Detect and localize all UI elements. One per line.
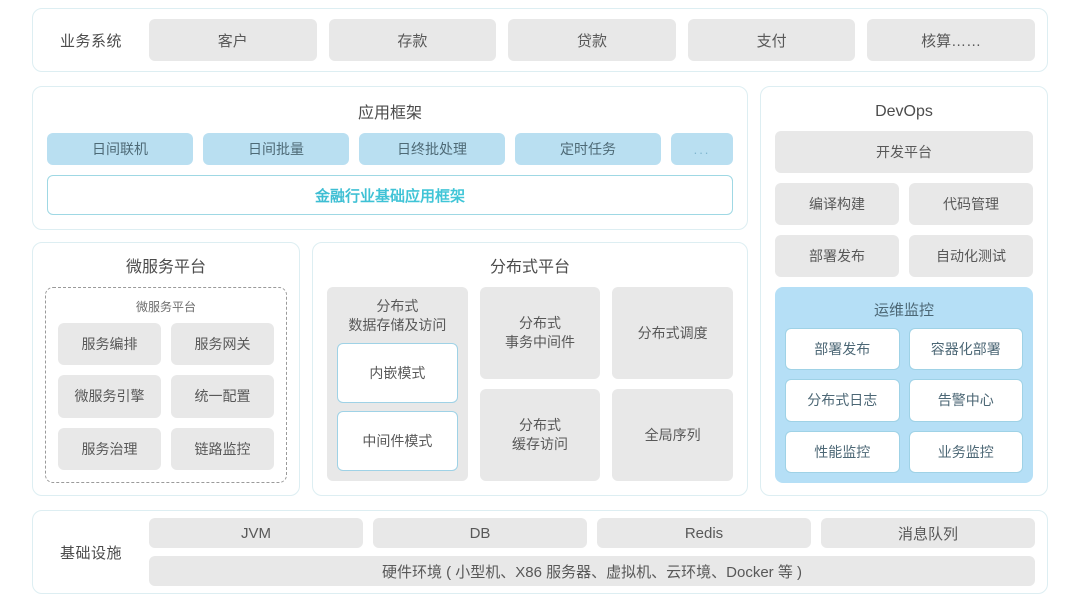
devops-item-code-management[interactable]: 代码管理 [909,183,1033,225]
ms-item-trace-monitoring[interactable]: 链路监控 [171,427,274,470]
business-systems-items: 客户 存款 贷款 支付 核算…… [149,19,1035,61]
ops-item-alert-center[interactable]: 告警中心 [908,379,1023,422]
dist-item-transaction-middleware[interactable]: 分布式 事务中间件 [479,287,601,379]
devops-row-build: 编译构建 代码管理 [775,183,1033,225]
business-systems-label: 业务系统 [59,32,122,50]
dist-mode-middleware[interactable]: 中间件模式 [337,410,458,471]
appfw-tag-online[interactable]: 日间联机 [47,133,193,165]
appfw-tag-batch[interactable]: 日间批量 [203,133,349,165]
dist-ca-line2: 缓存访问 [512,436,568,452]
dist-item-global-sequence[interactable]: 全局序列 [612,389,734,481]
infra-item-jvm[interactable]: JVM [149,518,363,548]
appfw-tag-eod-batch[interactable]: 日终批处理 [359,133,505,165]
business-item-accounting[interactable]: 核算…… [867,19,1035,61]
dist-item-transaction-middleware-text: 分布式 事务中间件 [505,314,575,352]
microservice-platform-section: 微服务平台 微服务平台 服务编排 服务网关 微服务引擎 统一配置 服务治理 链路… [32,242,300,496]
infrastructure-hardware-row: 硬件环境 ( 小型机、X86 服务器、虚拟机、云环境、Docker 等 ) [149,556,1035,586]
microservice-items-grid: 服务编排 服务网关 微服务引擎 统一配置 服务治理 链路监控 [58,323,274,470]
infra-item-message-queue[interactable]: 消息队列 [821,518,1035,548]
business-systems-section: 业务系统 客户 存款 贷款 支付 核算…… [32,8,1048,72]
financial-foundation-framework-bar: 金融行业基础应用框架 [47,175,733,215]
devops-top-items: 开发平台 编译构建 代码管理 部署发布 自动化测试 [775,131,1033,277]
ops-monitoring-title: 运维监控 [873,302,934,319]
dist-item-cache-access-text: 分布式 缓存访问 [512,416,568,454]
infrastructure-stack: JVM DB Redis 消息队列 硬件环境 ( 小型机、X86 服务器、虚拟机… [149,518,1035,586]
ops-item-business-monitoring[interactable]: 业务监控 [908,430,1023,473]
microservice-platform-inner-title: 微服务平台 [135,300,196,314]
devops-title: DevOps [875,103,933,120]
platform-lower-row: 微服务平台 微服务平台 服务编排 服务网关 微服务引擎 统一配置 服务治理 链路… [32,242,748,496]
devops-item-automated-test[interactable]: 自动化测试 [909,235,1033,277]
devops-item-deploy-release[interactable]: 部署发布 [775,235,899,277]
ops-item-containerized-deploy[interactable]: 容器化部署 [908,328,1023,371]
devops-section: DevOps 开发平台 编译构建 代码管理 部署发布 自动化测试 运维监控 部署… [760,86,1048,496]
distributed-column-2: 分布式 事务中间件 分布式 缓存访问 [479,287,601,481]
platform-left-stack: 应用框架 日间联机 日间批量 日终批处理 定时任务 ... 金融行业基础应用框架… [32,86,748,496]
ms-item-unified-config[interactable]: 统一配置 [171,375,274,418]
appfw-tag-more[interactable]: ... [671,133,733,165]
distributed-data-storage-title: 分布式 数据存储及访问 [337,297,458,343]
ms-item-service-gateway[interactable]: 服务网关 [171,323,274,366]
dist-item-cache-access[interactable]: 分布式 缓存访问 [479,389,601,481]
appfw-tag-scheduled-task[interactable]: 定时任务 [515,133,661,165]
distributed-platform-title: 分布式平台 [489,259,570,276]
ms-item-service-governance[interactable]: 服务治理 [58,427,161,470]
application-framework-section: 应用框架 日间联机 日间批量 日终批处理 定时任务 ... 金融行业基础应用框架 [32,86,748,230]
infrastructure-components: JVM DB Redis 消息队列 [149,518,1035,548]
application-framework-title: 应用框架 [357,105,422,122]
dist-mode-embedded[interactable]: 内嵌模式 [337,342,458,403]
ms-item-service-orchestration[interactable]: 服务编排 [58,323,161,366]
infra-item-hardware-environment[interactable]: 硬件环境 ( 小型机、X86 服务器、虚拟机、云环境、Docker 等 ) [149,556,1035,586]
ops-monitoring-panel: 运维监控 部署发布 容器化部署 分布式日志 告警中心 性能监控 业务监控 [775,287,1033,483]
microservice-platform-title: 微服务平台 [125,259,206,276]
infra-item-redis[interactable]: Redis [597,518,811,548]
distributed-data-storage-title-line2: 数据存储及访问 [348,316,447,333]
infra-item-db[interactable]: DB [373,518,587,548]
microservice-platform-inner: 微服务平台 服务编排 服务网关 微服务引擎 统一配置 服务治理 链路监控 [45,287,287,483]
devops-item-compile-build[interactable]: 编译构建 [775,183,899,225]
ops-item-distributed-log[interactable]: 分布式日志 [785,379,900,422]
infrastructure-section: 基础设施 JVM DB Redis 消息队列 硬件环境 ( 小型机、X86 服务… [32,510,1048,594]
distributed-data-storage-title-line1: 分布式 [376,298,419,314]
business-item-loan[interactable]: 贷款 [508,19,676,61]
distributed-platform-body: 分布式 数据存储及访问 内嵌模式 中间件模式 分布式 事务中间件 [327,287,734,481]
application-framework-tags: 日间联机 日间批量 日终批处理 定时任务 ... [47,133,733,165]
devops-row-deploy: 部署发布 自动化测试 [775,235,1033,277]
dist-item-scheduling[interactable]: 分布式调度 [612,287,734,379]
devops-item-dev-platform[interactable]: 开发平台 [775,131,1033,173]
dist-tm-line1: 分布式 [519,315,561,332]
distributed-platform-section: 分布式平台 分布式 数据存储及访问 内嵌模式 中间件模式 [312,242,748,496]
ops-item-deploy-release[interactable]: 部署发布 [785,328,900,371]
ops-item-performance-monitoring[interactable]: 性能监控 [785,430,900,473]
dist-tm-line2: 事务中间件 [505,334,575,350]
business-item-deposit[interactable]: 存款 [328,19,497,61]
ops-monitoring-grid: 部署发布 容器化部署 分布式日志 告警中心 性能监控 业务监控 [785,328,1023,473]
platform-band: 应用框架 日间联机 日间批量 日终批处理 定时任务 ... 金融行业基础应用框架… [32,86,1048,496]
business-item-customer[interactable]: 客户 [149,19,317,61]
business-item-payment[interactable]: 支付 [687,19,856,61]
dist-ca-line1: 分布式 [519,417,561,434]
ms-item-microservice-engine[interactable]: 微服务引擎 [58,375,161,418]
infrastructure-label: 基础设施 [59,544,122,562]
distributed-column-3: 分布式调度 全局序列 [612,287,734,481]
distributed-data-storage-card: 分布式 数据存储及访问 内嵌模式 中间件模式 [327,287,468,481]
